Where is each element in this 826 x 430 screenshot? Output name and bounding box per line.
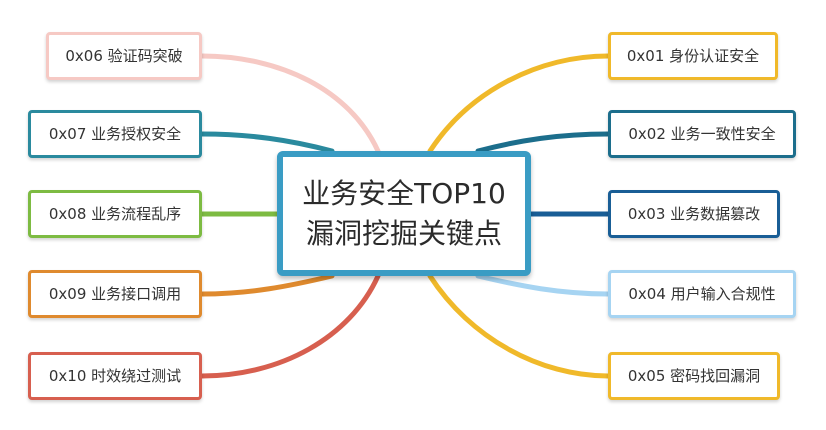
topic-0x01[interactable]: 0x01 身份认证安全	[608, 32, 778, 80]
connector-right-2	[475, 131, 611, 154]
topic-0x04[interactable]: 0x04 用户输入合规性	[608, 270, 796, 318]
topic-0x02-label: 0x02 业务一致性安全	[628, 125, 776, 143]
topic-0x02[interactable]: 0x02 业务一致性安全	[608, 110, 796, 158]
central-topic[interactable]: 业务安全TOP10 漏洞挖掘关键点	[277, 151, 531, 276]
topic-0x09[interactable]: 0x09 业务接口调用	[28, 270, 202, 318]
topic-0x06-label: 0x06 验证码突破	[65, 47, 183, 65]
topic-0x08[interactable]: 0x08 业务流程乱序	[28, 190, 202, 238]
connector-right-5	[427, 273, 611, 379]
topic-0x10[interactable]: 0x10 时效绕过测试	[28, 352, 202, 400]
topic-0x04-label: 0x04 用户输入合规性	[628, 285, 776, 303]
central-topic-line-2: 漏洞挖掘关键点	[305, 216, 502, 250]
topic-0x05-label: 0x05 密码找回漏洞	[627, 367, 761, 385]
topic-0x08-label: 0x08 业务流程乱序	[48, 205, 182, 223]
connector-left-9	[199, 273, 335, 297]
topic-0x01-label: 0x01 身份认证安全	[626, 47, 760, 65]
topic-0x06[interactable]: 0x06 验证码突破	[46, 32, 202, 80]
connector-right-1	[427, 53, 611, 154]
topic-0x09-label: 0x09 业务接口调用	[48, 285, 182, 303]
topic-0x07[interactable]: 0x07 业务授权安全	[28, 110, 202, 158]
topic-0x03[interactable]: 0x03 业务数据篡改	[608, 190, 780, 238]
topic-0x07-label: 0x07 业务授权安全	[48, 125, 182, 143]
topic-0x10-label: 0x10 时效绕过测试	[48, 367, 182, 385]
topic-0x03-label: 0x03 业务数据篡改	[627, 205, 761, 223]
connector-right-4	[475, 273, 611, 297]
central-topic-line-1: 业务安全TOP10	[302, 176, 506, 210]
connector-left-7	[199, 131, 335, 154]
topic-0x05[interactable]: 0x05 密码找回漏洞	[608, 352, 780, 400]
connector-left-6	[199, 53, 381, 154]
connector-left-10	[199, 273, 381, 379]
